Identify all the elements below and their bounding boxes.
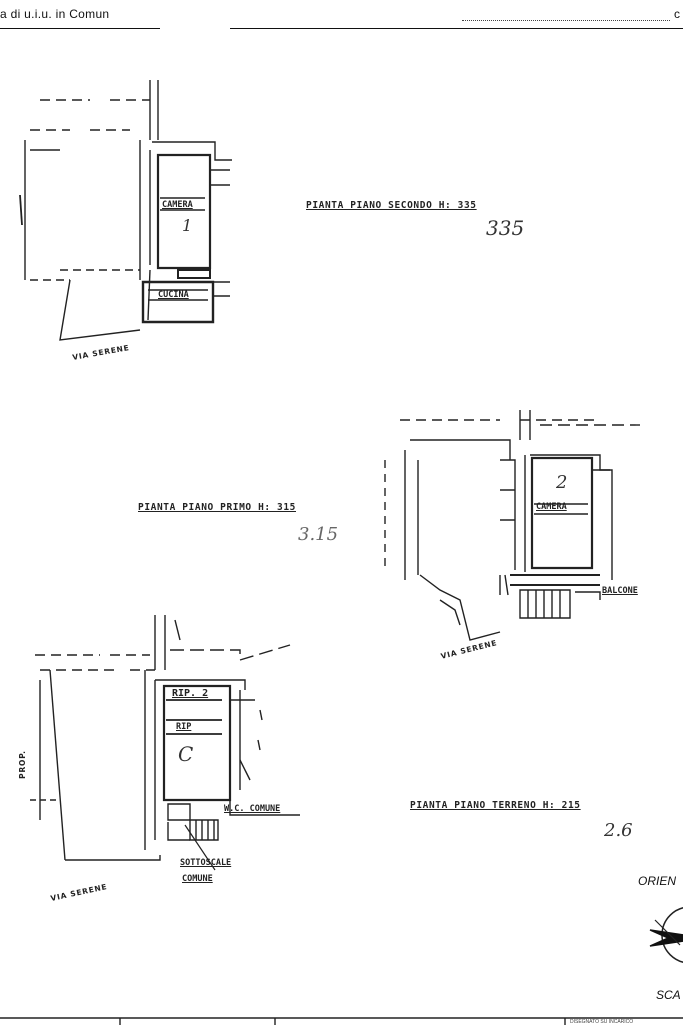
room-label-camera-second: CAMERA bbox=[162, 200, 193, 210]
room-number-1: 1 bbox=[182, 216, 193, 235]
room-label-sottoscale: SOTTOSCALE bbox=[180, 858, 232, 868]
ground-floor-plan bbox=[30, 615, 300, 871]
second-floor-height-note: 335 bbox=[486, 216, 525, 240]
room-label-balcone: BALCONE bbox=[602, 586, 638, 596]
room-letter-c: C bbox=[178, 742, 194, 766]
scale-label: SCA bbox=[656, 988, 681, 1002]
header-rule-left bbox=[0, 28, 160, 29]
property-label: PROP. bbox=[17, 750, 27, 779]
header-dotted-line bbox=[462, 20, 670, 21]
ground-floor-height-note: 2.6 bbox=[604, 820, 633, 841]
footer-box-text: DISEGNATO SU INCARICO bbox=[570, 1019, 634, 1025]
footer-frame bbox=[0, 1017, 683, 1025]
room-label-comune: COMUNE bbox=[182, 874, 213, 884]
first-floor-plan bbox=[384, 410, 640, 641]
compass-rose bbox=[649, 907, 683, 963]
ground-floor-title: PIANTA PIANO TERRENO H: 215 bbox=[410, 800, 581, 811]
first-floor-title: PIANTA PIANO PRIMO H: 315 bbox=[138, 502, 296, 513]
room-label-cucina: CUCINA bbox=[158, 290, 189, 300]
second-floor-plan bbox=[19, 80, 232, 341]
second-floor-title: PIANTA PIANO SECONDO H: 335 bbox=[306, 200, 477, 211]
header-right-text: c bbox=[674, 7, 681, 21]
room-label-rip-2: RIP. 2 bbox=[172, 688, 209, 699]
header-rule-right bbox=[230, 28, 683, 29]
header-left-text: a di u.i.u. in Comun bbox=[0, 7, 110, 21]
room-label-rip: RIP bbox=[176, 722, 192, 732]
room-label-camera-first: CAMERA bbox=[536, 502, 567, 512]
room-label-wc-comune: W.C. COMUNE bbox=[224, 804, 281, 814]
room-number-2: 2 bbox=[556, 472, 568, 493]
orientation-label: ORIEN bbox=[638, 874, 677, 888]
first-floor-height-note: 3.15 bbox=[298, 524, 339, 545]
